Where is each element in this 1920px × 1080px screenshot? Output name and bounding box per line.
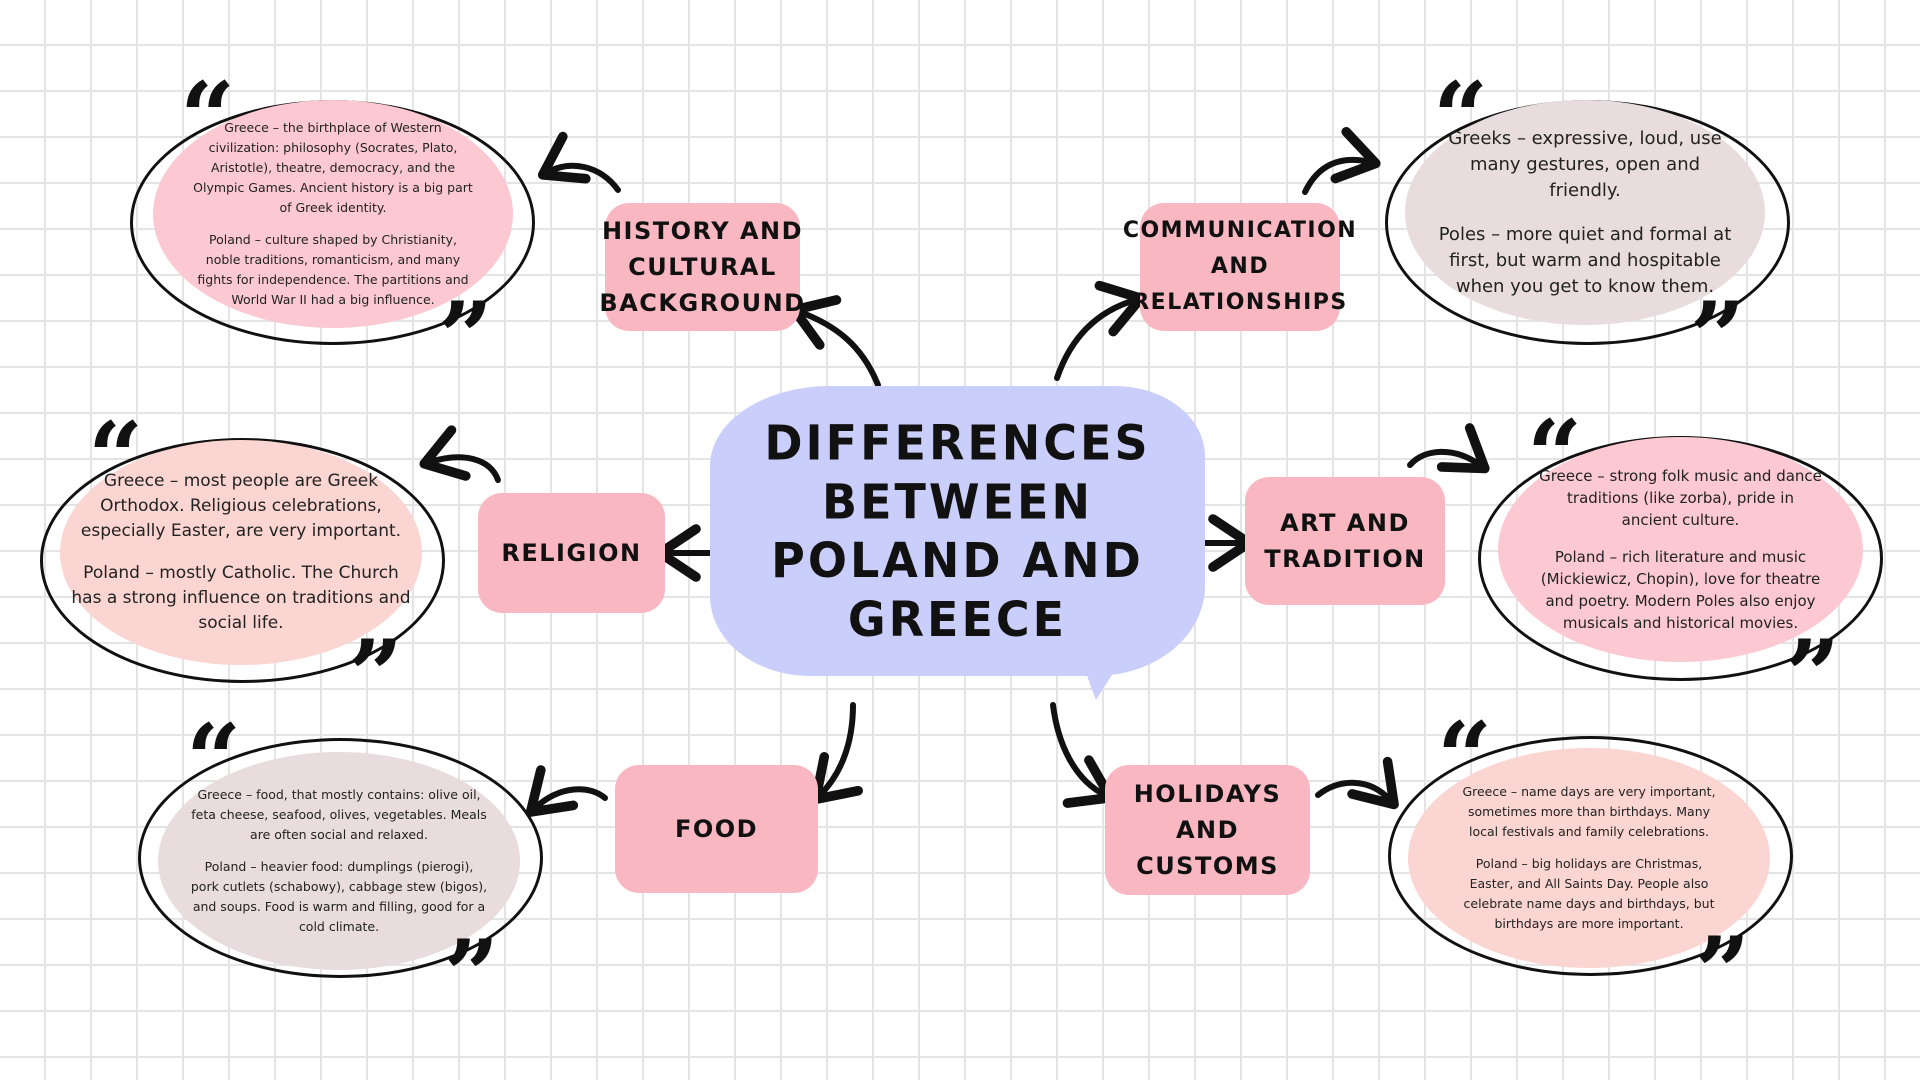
- arrow-communication-bubble: [1302, 127, 1381, 195]
- art-bubble: Greece – strong folk music and dance tra…: [1498, 437, 1863, 662]
- main-title: DIFFERENCES BETWEEN POLAND AND GREECE: [764, 414, 1151, 648]
- arrow-art-bubble: [1407, 423, 1490, 474]
- topic-food: FOOD: [615, 765, 818, 893]
- close-quote-icon: ”: [438, 281, 494, 394]
- religion-bubble: Greece – most people are Greek Orthodox.…: [60, 440, 422, 665]
- topic-religion: RELIGION: [478, 493, 665, 613]
- history-greece-text: Greece – the birthplace of Western civil…: [193, 119, 473, 215]
- arrow-history-bubble: [537, 131, 621, 193]
- food-greece-text: Greece – food, that mostly contains: oli…: [191, 786, 487, 842]
- food-bubble-outline: [138, 738, 543, 978]
- central-topic-bubble: DIFFERENCES BETWEEN POLAND AND GREECE: [710, 386, 1205, 676]
- close-quote-icon: ”: [348, 619, 404, 732]
- arrow-holidays-bubble: [1315, 756, 1399, 810]
- close-quote-icon: ”: [444, 919, 500, 1032]
- topic-art: ART AND TRADITION: [1245, 477, 1445, 605]
- topic-communication: COMMUNICATION AND RELATIONSHIPS: [1123, 203, 1356, 331]
- history-poland-text: Poland – culture shaped by Christianity,…: [197, 232, 469, 308]
- arrow-to-holidays: [1050, 702, 1116, 808]
- holidays-greece-text: Greece – name days are very important, s…: [1462, 783, 1716, 839]
- arrow-food-bubble: [525, 765, 608, 817]
- art-poland-text: Poland – rich literature and music (Mick…: [1540, 548, 1821, 632]
- open-quote-icon: “: [88, 401, 144, 514]
- arrow-to-history: [789, 295, 881, 388]
- religion-bubble-outline: [40, 438, 445, 683]
- communication-poland-text: Poles – more quiet and formal at first, …: [1438, 223, 1732, 297]
- topic-history: HISTORY AND CULTURAL BACKGROUND: [599, 203, 804, 331]
- close-quote-icon: ”: [1785, 619, 1841, 732]
- art-greece-text: Greece – strong folk music and dance tra…: [1539, 467, 1822, 529]
- arrow-to-food: [810, 702, 863, 805]
- food-bubble: Greece – food, that mostly contains: oli…: [158, 752, 520, 970]
- open-quote-icon: “: [1527, 399, 1583, 512]
- open-quote-icon: “: [1433, 61, 1489, 174]
- communication-bubble: Greeks – expressive, loud, use many gest…: [1405, 100, 1765, 325]
- close-quote-icon: ”: [1695, 916, 1751, 1029]
- holidays-poland-text: Poland – big holidays are Christmas, Eas…: [1463, 856, 1715, 932]
- open-quote-icon: “: [186, 703, 242, 816]
- open-quote-icon: “: [180, 61, 236, 174]
- history-bubble: Greece – the birthplace of Western civil…: [153, 100, 513, 328]
- religion-greece-text: Greece – most people are Greek Orthodox.…: [80, 471, 402, 541]
- open-quote-icon: “: [1437, 701, 1493, 814]
- holidays-bubble-outline: [1388, 736, 1793, 976]
- close-quote-icon: ”: [1690, 281, 1746, 394]
- holidays-bubble: Greece – name days are very important, s…: [1408, 748, 1770, 968]
- topic-holidays: HOLIDAYS AND CUSTOMS: [1105, 765, 1310, 895]
- arrow-religion-bubble: [419, 425, 501, 483]
- communication-greece-text: Greeks – expressive, loud, use many gest…: [1448, 127, 1722, 201]
- food-poland-text: Poland – heavier food: dumplings (pierog…: [190, 859, 488, 935]
- religion-poland-text: Poland – mostly Catholic. The Church has…: [71, 563, 411, 633]
